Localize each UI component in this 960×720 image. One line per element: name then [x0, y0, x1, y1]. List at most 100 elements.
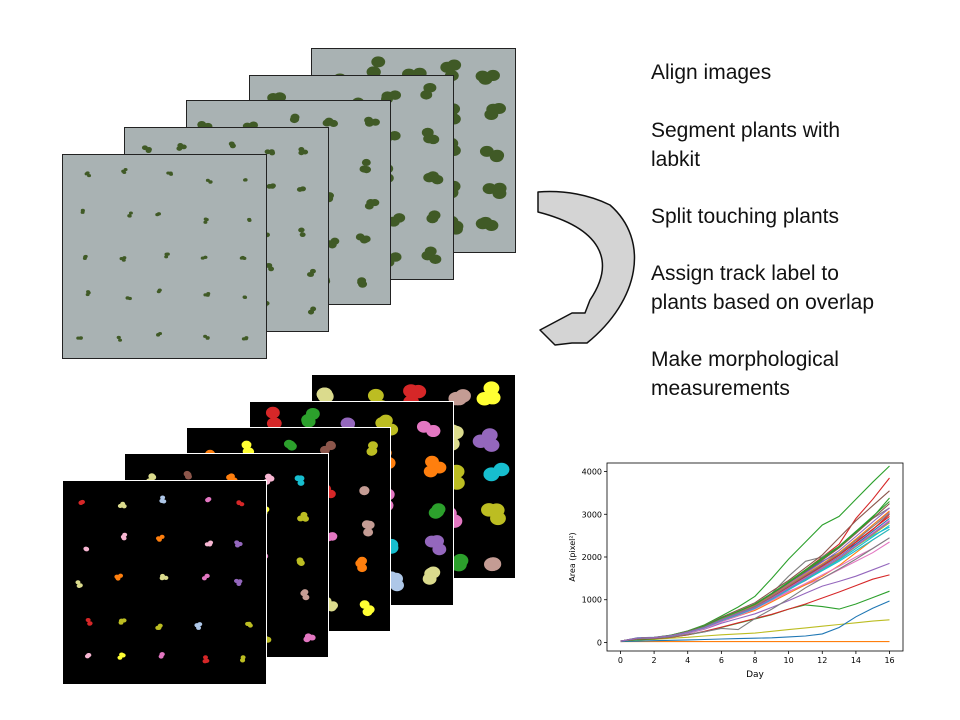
- plant-mask: [340, 417, 355, 430]
- plant-mask: [76, 583, 82, 589]
- seedling-leaf: [357, 277, 367, 285]
- segmentation-masks-layer: [75, 495, 253, 664]
- plant-mask: [83, 547, 89, 552]
- step-segment-plants: Segment plants with labkit: [651, 119, 841, 171]
- plant-mask: [201, 576, 207, 581]
- plant-mask: [364, 520, 375, 530]
- plant-mask: [483, 381, 500, 395]
- plant-mask: [326, 602, 337, 612]
- plant-mask: [234, 578, 239, 583]
- chart-series-group: [620, 465, 890, 643]
- plant-mask: [362, 607, 373, 617]
- plant-mask: [452, 553, 469, 568]
- seedling-leaf: [329, 119, 339, 128]
- plant-mask: [236, 581, 242, 586]
- seedling-leaf: [269, 184, 276, 189]
- series-line-19: [620, 501, 890, 642]
- seedling-leaf: [423, 133, 436, 144]
- seedling-leaf: [180, 144, 187, 150]
- seedling-leaf: [164, 252, 169, 256]
- y-tick-label: 3000: [582, 510, 602, 519]
- plant-mask: [75, 580, 81, 585]
- seedling-leaf: [128, 211, 133, 215]
- plant-mask: [267, 475, 275, 482]
- seedling-leaf: [206, 292, 211, 296]
- seedling-leaf: [205, 336, 210, 340]
- y-tick-label: 4000: [582, 468, 602, 477]
- step-assign-track-label: Assign track label to plants based on ov…: [651, 262, 874, 314]
- seedling-leaf: [168, 171, 173, 175]
- plant-mask: [297, 479, 305, 486]
- x-tick-label: 0: [618, 656, 623, 665]
- x-tick-label: 14: [851, 656, 861, 665]
- seedling-leaf: [478, 216, 493, 228]
- seedling-leaf: [307, 272, 313, 277]
- plant-mask: [240, 658, 246, 663]
- seedling-leaf: [164, 255, 169, 259]
- seedling-leaf: [362, 166, 371, 174]
- series-line-17: [620, 537, 890, 642]
- seedlings-layer: [76, 167, 252, 342]
- plant-mask: [87, 621, 93, 626]
- seedling-leaf: [389, 90, 402, 100]
- x-tick-label: 10: [784, 656, 794, 665]
- plant-mask: [156, 537, 162, 542]
- plant-mask: [363, 528, 374, 537]
- seedling-leaf: [431, 174, 444, 185]
- plant-mask: [194, 623, 200, 628]
- seedling-leaf: [157, 288, 162, 292]
- plant-mask: [286, 442, 297, 451]
- seedling-leaf: [273, 92, 286, 102]
- seedling-leaf: [489, 150, 504, 163]
- x-tick-label: 4: [685, 656, 690, 665]
- seedling-leaf: [389, 252, 402, 262]
- seedling-leaf: [122, 256, 127, 260]
- plant-mask: [121, 536, 127, 541]
- plant-mask: [481, 503, 497, 517]
- plant-mask: [416, 420, 431, 433]
- seedling-leaf: [85, 171, 90, 175]
- seedling-leaf: [243, 178, 247, 182]
- seedling-leaf: [86, 291, 91, 295]
- seedling-leaf: [370, 118, 380, 126]
- plant-mask: [183, 470, 191, 477]
- plant-mask: [85, 653, 91, 658]
- plant-mask: [160, 495, 166, 500]
- x-tick-label: 12: [817, 656, 827, 665]
- seedling-leaf: [366, 66, 381, 78]
- plant-mask: [159, 652, 165, 657]
- seedling-leaf: [298, 147, 305, 152]
- plant-mask: [266, 417, 281, 430]
- y-tick-label: 0: [597, 638, 602, 647]
- seedling-leaf: [424, 246, 437, 257]
- plant-mask: [118, 618, 124, 623]
- step-split-touching: Split touching plants: [651, 205, 839, 228]
- curved-arrow-shape: [537, 190, 636, 346]
- seedling-leaf: [484, 108, 499, 121]
- seedling-leaf: [269, 150, 276, 156]
- plant-mask: [357, 556, 368, 566]
- plant-mask: [205, 497, 211, 503]
- seedling-leaf: [208, 180, 213, 184]
- plant-mask: [484, 557, 500, 572]
- seedling-leaf: [203, 334, 208, 338]
- plant-mask: [80, 499, 85, 505]
- seedling-leaf: [426, 213, 439, 224]
- seedling-leaf: [203, 255, 208, 259]
- seedling-leaf: [141, 145, 148, 151]
- plant-mask: [265, 406, 280, 419]
- series-line-3: [620, 477, 890, 642]
- plant-mask: [481, 428, 498, 442]
- series-line-30: [620, 512, 890, 642]
- chart-ylabel: Area (pixel²): [568, 532, 577, 581]
- seedling-leaf: [158, 331, 163, 336]
- seedling-leaf: [118, 338, 123, 342]
- seedling-leaf: [80, 210, 85, 214]
- seedling-leaf: [203, 220, 208, 224]
- plant-mask: [367, 388, 384, 403]
- plant-mask: [121, 504, 127, 509]
- step-align-images: Align images: [651, 61, 772, 84]
- plant-mask: [115, 576, 121, 581]
